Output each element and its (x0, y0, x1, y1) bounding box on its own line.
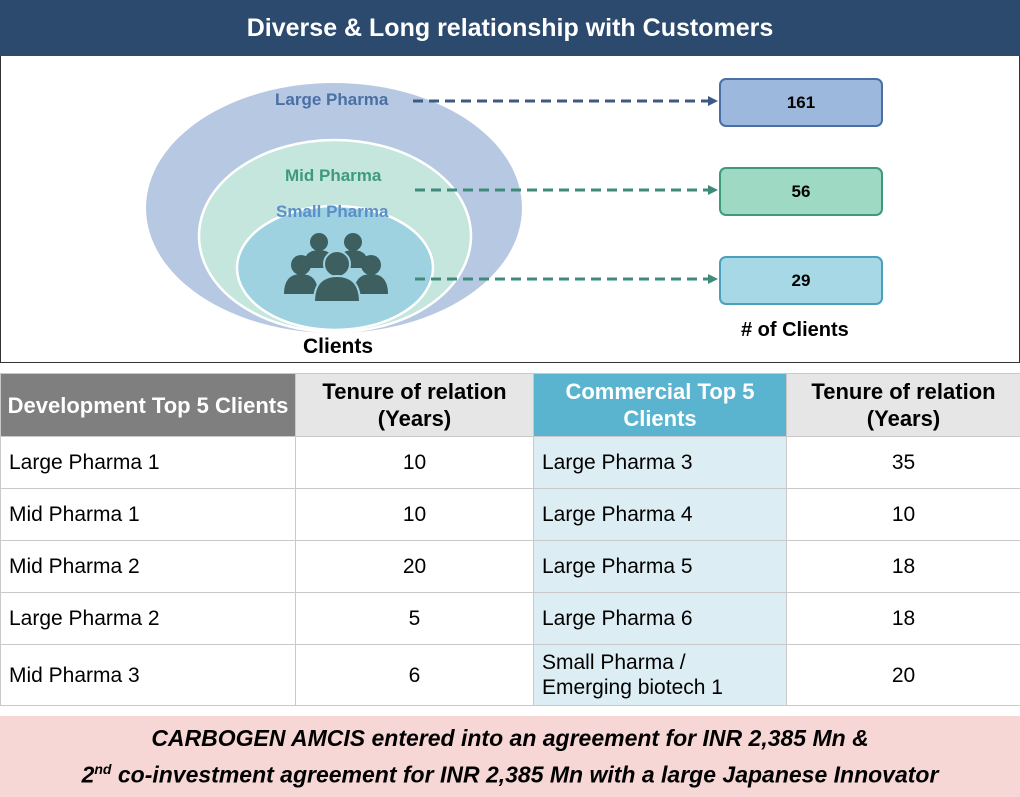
dev-tenure-cell: 20 (295, 540, 534, 593)
agreement-banner: CARBOGEN AMCIS entered into an agreement… (0, 716, 1020, 797)
large-pharma-label: Large Pharma (275, 90, 389, 109)
banner-line-2: 2nd co-investment agreement for INR 2,38… (82, 754, 939, 791)
banner-line-1: CARBOGEN AMCIS entered into an agreement… (151, 724, 869, 751)
clients-label: Clients (303, 335, 374, 358)
count-caption: # of Clients (741, 319, 849, 341)
table-header-row: Development Top 5 Clients Tenure of rela… (0, 373, 1020, 437)
dev-clients-header: Development Top 5 Clients (0, 373, 296, 437)
com-clients-header: Commercial Top 5 Clients (533, 373, 787, 437)
com-tenure-cell: 18 (786, 540, 1020, 593)
com-client-cell: Large Pharma 4 (533, 488, 787, 541)
com-tenure-cell: 10 (786, 488, 1020, 541)
dev-tenure-cell: 10 (295, 436, 534, 489)
dev-tenure-cell: 6 (295, 644, 534, 706)
client-segment-diagram: Large Pharma Mid Pharma Small Pharma Cli… (0, 56, 1020, 363)
com-client-cell: Small Pharma / Emerging biotech 1 (533, 644, 787, 706)
banner-line-2-text: co-investment agreement for INR 2,385 Mn… (111, 761, 939, 788)
dev-tenure-cell: 5 (295, 592, 534, 645)
people-group-icon (284, 233, 388, 303)
table-row: Large Pharma 2 5 Large Pharma 6 18 (0, 592, 1020, 645)
table-row: Mid Pharma 3 6 Small Pharma / Emerging b… (0, 644, 1020, 706)
segment-diagram-svg (146, 83, 718, 334)
dev-tenure-cell: 10 (295, 488, 534, 541)
small-pharma-label: Small Pharma (276, 202, 389, 221)
dev-client-cell: Mid Pharma 1 (0, 488, 296, 541)
com-tenure-header: Tenure of relation (Years) (786, 373, 1020, 437)
mid-pharma-label: Mid Pharma (285, 166, 382, 185)
table-row: Mid Pharma 1 10 Large Pharma 4 10 (0, 488, 1020, 541)
dev-client-cell: Large Pharma 1 (0, 436, 296, 489)
com-tenure-cell: 20 (786, 644, 1020, 706)
mid-pharma-count-box: 56 (719, 167, 883, 216)
banner-ordinal-suffix: nd (94, 760, 112, 777)
dev-client-cell: Mid Pharma 2 (0, 540, 296, 593)
table-row: Mid Pharma 2 20 Large Pharma 5 18 (0, 540, 1020, 593)
com-client-cell: Large Pharma 6 (533, 592, 787, 645)
table-row: Large Pharma 1 10 Large Pharma 3 35 (0, 436, 1020, 489)
dev-client-cell: Mid Pharma 3 (0, 644, 296, 706)
dev-tenure-header: Tenure of relation (Years) (295, 373, 534, 437)
banner-ordinal: 2 (81, 761, 95, 788)
small-pharma-count-box: 29 (719, 256, 883, 305)
top-clients-table: Development Top 5 Clients Tenure of rela… (0, 373, 1020, 706)
com-tenure-cell: 35 (786, 436, 1020, 489)
com-client-cell: Large Pharma 3 (533, 436, 787, 489)
section-title: Diverse & Long relationship with Custome… (0, 0, 1020, 56)
com-client-cell: Large Pharma 5 (533, 540, 787, 593)
dev-client-cell: Large Pharma 2 (0, 592, 296, 645)
com-tenure-cell: 18 (786, 592, 1020, 645)
large-pharma-count-box: 161 (719, 78, 883, 127)
